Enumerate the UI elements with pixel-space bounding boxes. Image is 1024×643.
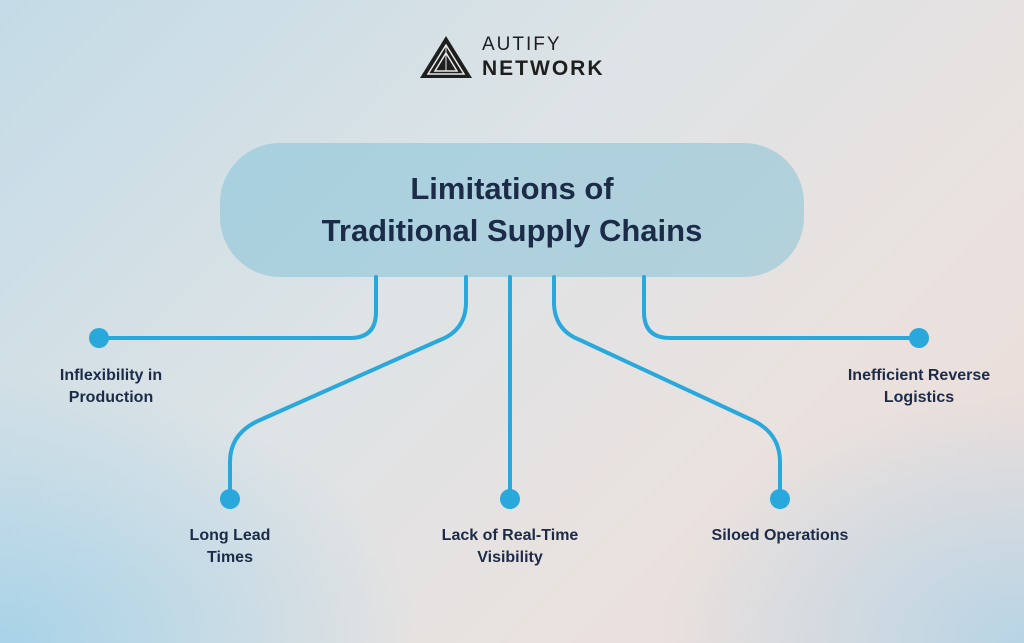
brand-logo: AUTIFY NETWORK [418, 34, 605, 80]
label-long-lead-line-2: Times [207, 549, 253, 566]
label-long-lead: Long Lead Times [160, 525, 300, 569]
connector-inefficient [642, 275, 920, 340]
label-inefficient-line-1: Inefficient Reverse [847, 367, 991, 384]
node-dot-inflexibility [89, 328, 109, 348]
brand-name: AUTIFY NETWORK [482, 35, 605, 79]
node-dot-long-lead [220, 489, 240, 509]
title-pill: Limitations of Traditional Supply Chains [220, 143, 804, 277]
diagram-title: Limitations of Traditional Supply Chains [322, 168, 703, 252]
title-line-1: Limitations of [410, 171, 614, 206]
connector-long-lead [228, 275, 468, 499]
node-dot-visibility [500, 489, 520, 509]
node-dot-siloed [770, 489, 790, 509]
connector-inflexibility [98, 275, 378, 340]
label-inefficient-line-2: Logistics [883, 389, 955, 406]
label-visibility-line-1: Lack of Real-Time [441, 527, 579, 544]
label-visibility-line-2: Visibility [477, 549, 543, 566]
label-visibility: Lack of Real-Time Visibility [410, 525, 610, 569]
label-long-lead-line-1: Long Lead [189, 527, 271, 544]
title-line-2: Traditional Supply Chains [321, 213, 703, 248]
brand-line-2: NETWORK [482, 57, 605, 80]
connector-siloed [552, 275, 782, 499]
label-inflexibility: Inflexibility in Production [40, 365, 182, 409]
label-siloed-line-1: Siloed Operations [711, 527, 849, 544]
triangle-logo-icon [420, 36, 472, 78]
label-inflexibility-line-1: Inflexibility in [59, 367, 163, 384]
node-dot-inefficient [909, 328, 929, 348]
brand-line-1: AUTIFY [482, 34, 562, 55]
label-siloed: Siloed Operations [690, 525, 870, 547]
label-inefficient: Inefficient Reverse Logistics [826, 365, 1012, 409]
label-inflexibility-line-2: Production [68, 389, 154, 406]
